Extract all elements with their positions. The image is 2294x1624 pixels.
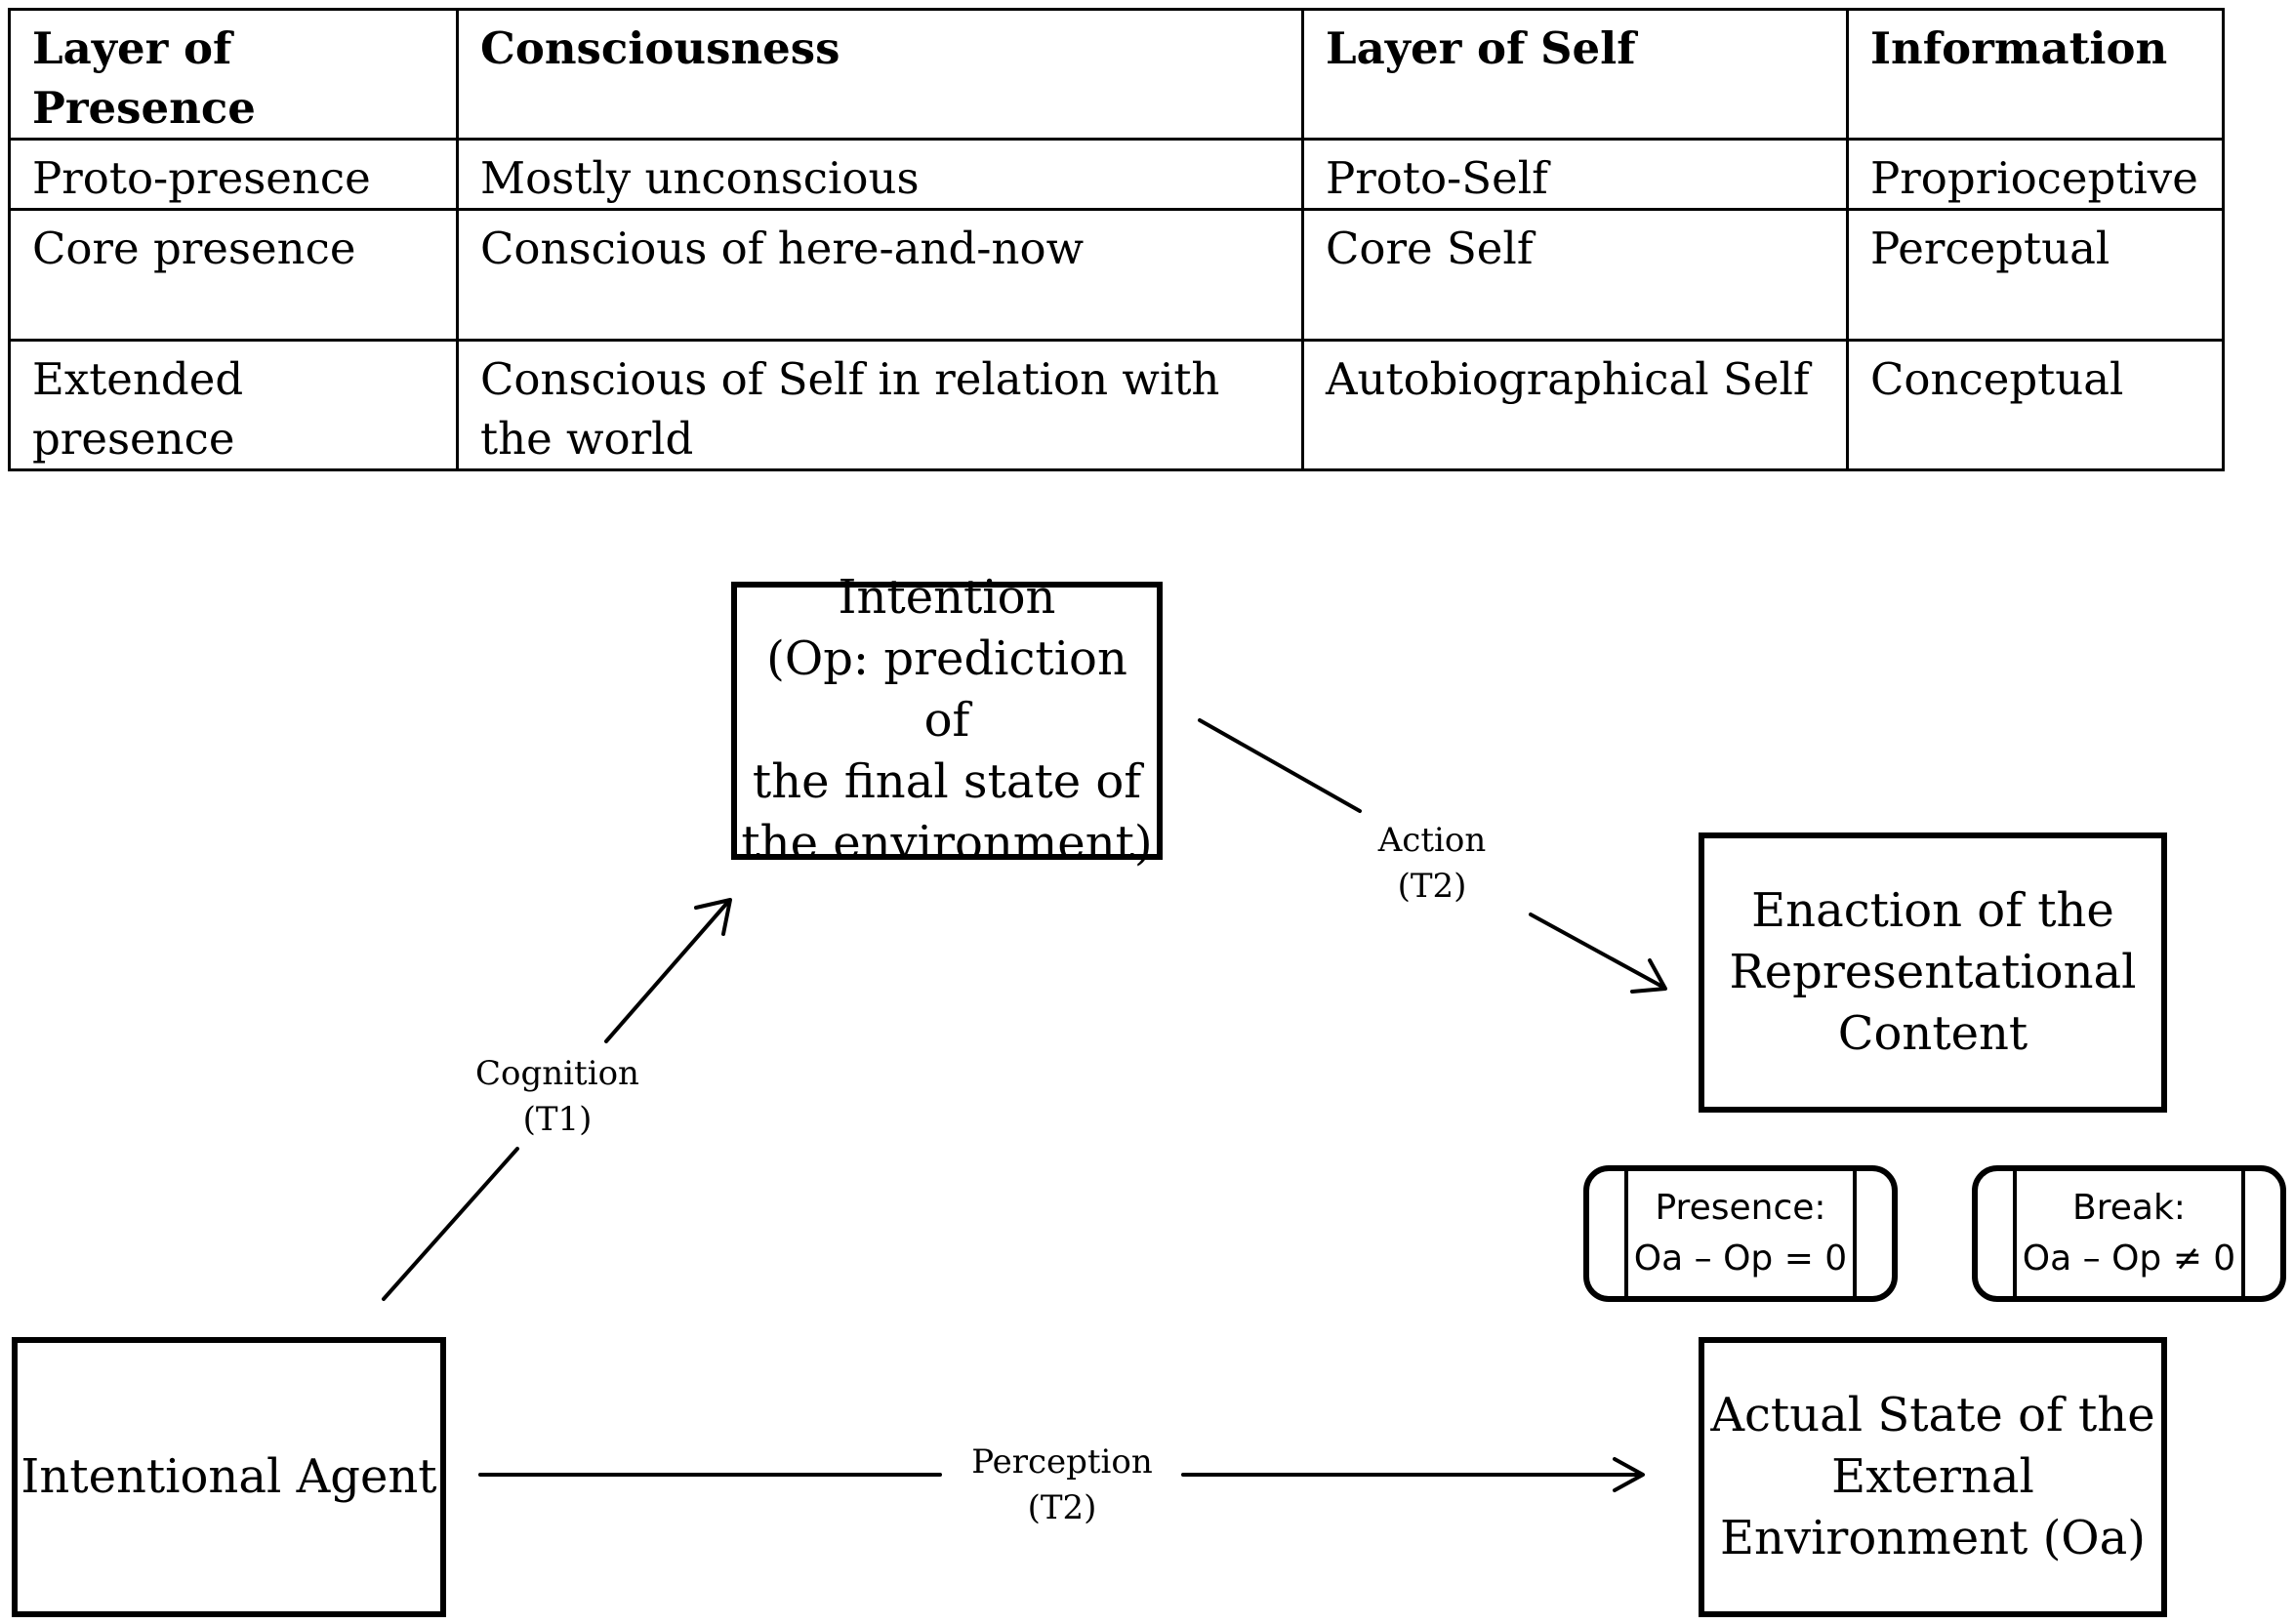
cognition-label-time: (T1) — [522, 1100, 593, 1139]
actual-state-line1: Actual State of the — [1710, 1388, 2155, 1442]
table-row: Core presence Conscious of here-and-now … — [8, 208, 2225, 342]
cognition-label-text: Cognition — [475, 1054, 639, 1093]
cognition-arrowhead — [694, 898, 732, 936]
intention-line4: the environment) — [741, 816, 1153, 871]
cognition-arrow-upper — [604, 901, 729, 1043]
header-consciousness: Consciousness — [456, 8, 1304, 141]
perception-label: Perception (T2) — [950, 1440, 1174, 1531]
intention-line2: (Op: prediction of — [766, 631, 1127, 748]
header-layer-of-presence: Layer of Presence — [8, 8, 459, 141]
table-row: Extended presence Conscious of Self in r… — [8, 339, 2225, 471]
enaction-line1: Enaction of the — [1751, 883, 2114, 938]
table-cell: Extended presence — [8, 339, 459, 471]
break-pill: Break: Oa – Op ≠ 0 — [1972, 1165, 2286, 1302]
enaction-line3: Content — [1837, 1006, 2028, 1061]
table-cell: Conscious of here-and-now — [456, 208, 1304, 342]
table-cell: Core presence — [8, 208, 459, 342]
action-label: Action (T2) — [1359, 818, 1505, 910]
presence-layers-table: Layer of Presence Consciousness Layer of… — [8, 8, 2225, 471]
actual-state-line2: External — [1831, 1449, 2034, 1504]
intentional-agent-box: Intentional Agent — [12, 1337, 446, 1617]
table-cell: Conceptual — [1846, 339, 2225, 471]
intention-line3: the final state of — [752, 754, 1142, 809]
table-row: Proto-presence Mostly unconscious Proto-… — [8, 138, 2225, 211]
action-arrowhead — [1630, 958, 1667, 994]
header-information: Information — [1846, 8, 2225, 141]
table-cell: Conscious of Self in relation with the w… — [456, 339, 1304, 471]
action-arrow-lower — [1529, 913, 1666, 990]
action-arrow-upper — [1198, 718, 1362, 813]
table-cell: Mostly unconscious — [456, 138, 1304, 211]
presence-pill-formula: Oa – Op = 0 — [1633, 1238, 1848, 1279]
enaction-line2: Representational — [1729, 945, 2137, 999]
table-header-row: Layer of Presence Consciousness Layer of… — [8, 8, 2225, 141]
intentional-agent-label: Intentional Agent — [20, 1449, 437, 1504]
break-pill-content: Break: Oa – Op ≠ 0 — [2013, 1165, 2245, 1302]
table-cell: Proto-presence — [8, 138, 459, 211]
intention-title: Intention — [838, 570, 1056, 625]
perception-label-time: (T2) — [1027, 1488, 1097, 1527]
break-pill-title: Break: — [2072, 1188, 2186, 1228]
presence-pill-content: Presence: Oa – Op = 0 — [1624, 1165, 1857, 1302]
intention-box: Intention (Op: prediction of the final s… — [731, 570, 1163, 871]
table-cell: Proprioceptive — [1846, 138, 2225, 211]
table-cell: Core Self — [1301, 208, 1849, 342]
header-layer-of-self: Layer of Self — [1301, 8, 1849, 141]
cognition-arrow-lower — [382, 1147, 519, 1301]
table-cell: Autobiographical Self — [1301, 339, 1849, 471]
table-cell: Perceptual — [1846, 208, 2225, 342]
action-label-text: Action — [1377, 821, 1487, 860]
perception-arrowhead — [1613, 1457, 1645, 1492]
presence-pill: Presence: Oa – Op = 0 — [1583, 1165, 1898, 1302]
actual-state-line3: Environment (Oa) — [1720, 1511, 2146, 1565]
table-cell: Proto-Self — [1301, 138, 1849, 211]
cognition-label: Cognition (T1) — [455, 1051, 660, 1143]
enaction-box: Enaction of the Representational Content — [1699, 832, 2167, 1113]
actual-state-box: Actual State of the External Environment… — [1699, 1337, 2167, 1617]
action-label-time: (T2) — [1397, 867, 1467, 906]
perception-label-text: Perception — [971, 1442, 1153, 1482]
presence-pill-title: Presence: — [1655, 1188, 1826, 1228]
break-pill-formula: Oa – Op ≠ 0 — [2022, 1238, 2236, 1279]
